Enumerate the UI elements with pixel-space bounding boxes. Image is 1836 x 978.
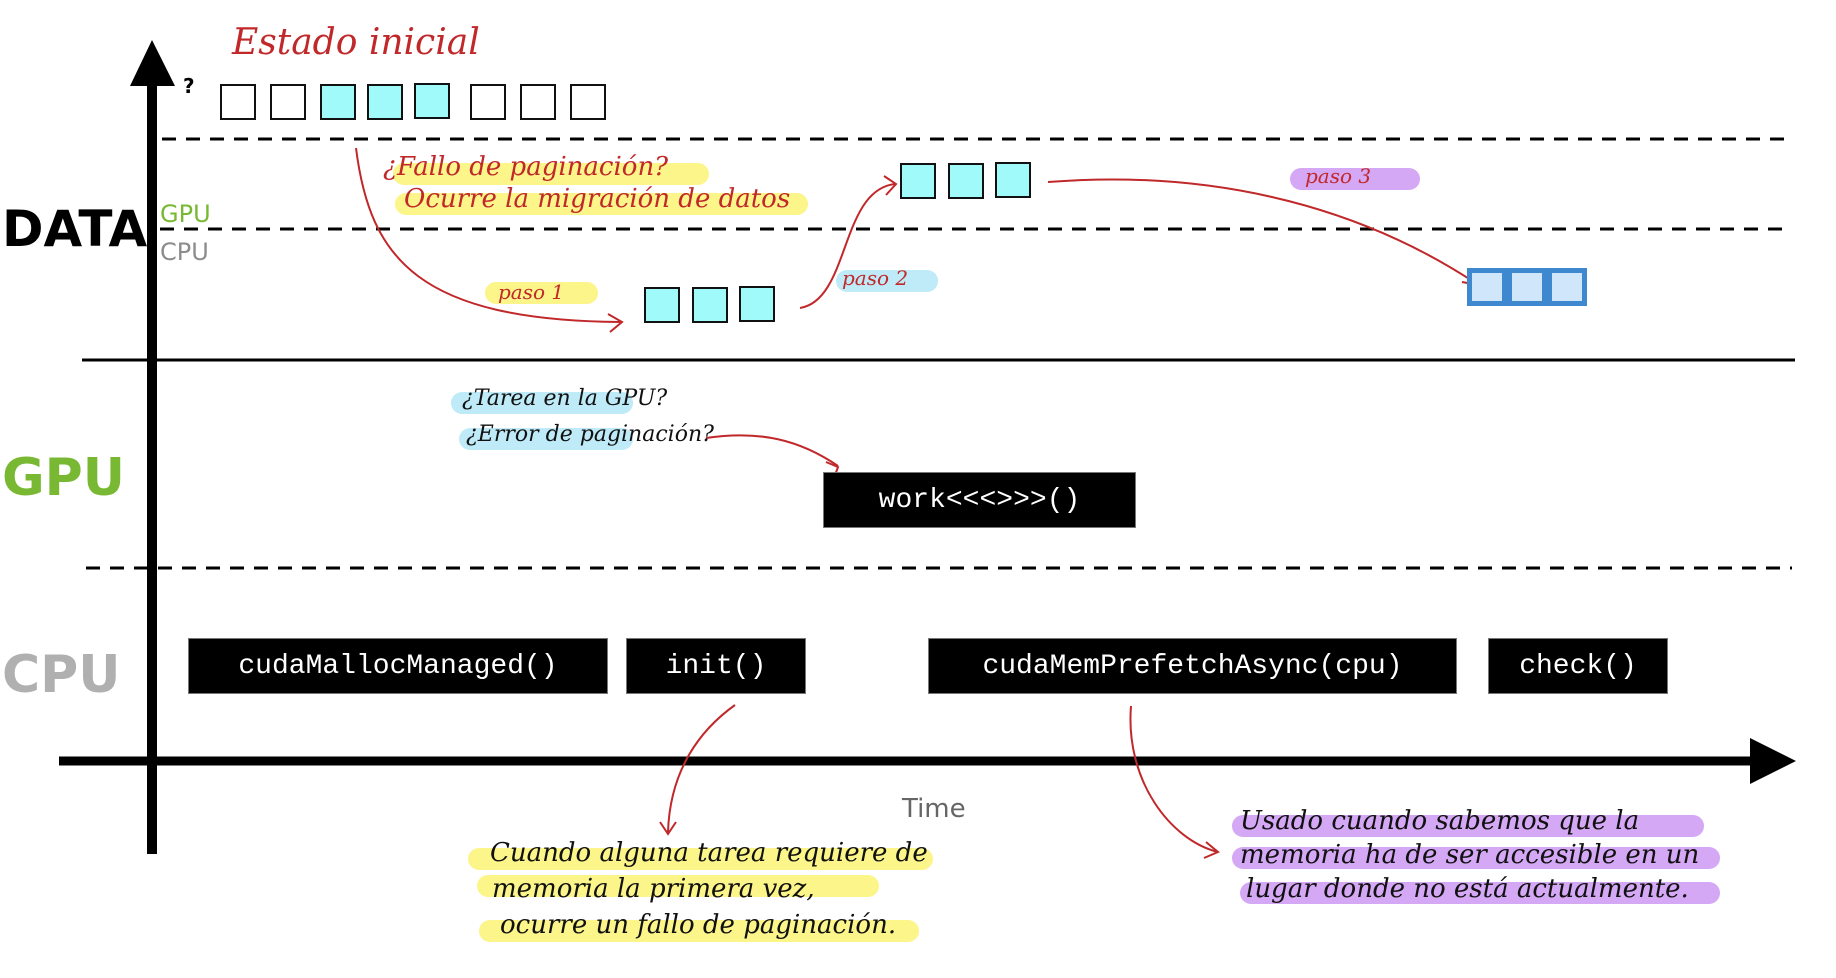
init-note-line2: memoria la primera vez, [492, 874, 815, 904]
arrow-step1-to-step2 [799, 183, 896, 309]
page-filled [995, 162, 1031, 198]
cpu-call-init: init() [626, 638, 806, 694]
lane-label-data: DATA [2, 200, 148, 258]
page-filled [900, 163, 936, 199]
highlight-purple [1232, 815, 1704, 837]
highlight-blue [451, 392, 633, 414]
step1-label: paso 1 [498, 280, 565, 304]
lane-label-gpu: GPU [2, 448, 126, 508]
highlight-purple [1240, 882, 1720, 904]
initial-state-title: Estado inicial [232, 22, 480, 63]
gpu-question-line1: ¿Tarea en la GPU? [462, 386, 668, 411]
step3-label: paso 3 [1305, 164, 1372, 188]
highlight-yellow [479, 920, 919, 942]
page-fault-note-line2: Ocurre la migración de datos [404, 184, 791, 214]
gpu-kernel-work: work<<<>>>() [823, 472, 1136, 528]
arrow-initial-to-step1 [355, 147, 621, 323]
highlight-blue [836, 270, 938, 292]
arrow-gpu-question-to-kernel [705, 434, 839, 467]
highlight-yellow [393, 163, 709, 185]
init-note-line3: ocurre un fallo de paginación. [500, 910, 897, 940]
page-cpu [1507, 268, 1547, 306]
cpu-call-cudamallocmanaged: cudaMallocManaged() [188, 638, 608, 694]
init-note-line1: Cuando alguna tarea requiere de [490, 838, 928, 868]
arrow-init-note-head [659, 821, 677, 836]
highlight-purple [1290, 168, 1420, 190]
page-filled [320, 84, 356, 120]
arrow-init-to-note [667, 704, 736, 833]
cpu-call-check: check() [1488, 638, 1668, 694]
prefetch-note-line1: Usado cuando sabemos que la [1240, 806, 1640, 836]
prefetch-note-line2: memoria ha de ser accesible en un [1240, 840, 1700, 870]
page-cpu [1467, 268, 1507, 306]
arrow-step2-head [883, 175, 898, 196]
arrow-step1-head [607, 313, 624, 333]
page-empty [220, 84, 256, 120]
highlight-yellow [477, 875, 879, 897]
highlight-yellow [468, 848, 933, 870]
page-empty [270, 84, 306, 120]
highlight-purple [1232, 847, 1720, 869]
arrow-prefetch-to-note [1129, 705, 1219, 853]
highlight-yellow [485, 282, 598, 304]
page-empty [520, 84, 556, 120]
page-empty [470, 84, 506, 120]
page-filled [644, 287, 680, 323]
y-axis-question-mark: ? [183, 74, 195, 98]
y-axis-arrowhead [130, 40, 175, 86]
arrow-step2-to-step3 [1047, 178, 1478, 285]
page-empty [570, 84, 606, 120]
highlight-yellow [395, 193, 808, 215]
prefetch-note-line3: lugar donde no está actualmente. [1246, 874, 1689, 904]
gpu-question-line2: ¿Error de paginación? [466, 422, 714, 447]
step2-label: paso 2 [842, 266, 909, 290]
page-filled [414, 83, 450, 119]
page-filled [367, 84, 403, 120]
cpu-call-cudamemprefetchasync: cudaMemPrefetchAsync(cpu) [928, 638, 1457, 694]
highlight-blue [459, 428, 633, 450]
page-fault-note-line1: ¿Fallo de paginación? [383, 152, 669, 182]
lane-label-cpu: CPU [2, 645, 121, 705]
x-axis-label: Time [902, 794, 966, 824]
page-cpu [1547, 268, 1587, 306]
lane-sublabel-cpu: CPU [160, 238, 209, 266]
lane-sublabel-gpu: GPU [160, 200, 211, 228]
page-filled [739, 286, 775, 322]
page-filled [692, 287, 728, 323]
page-filled [948, 163, 984, 199]
arrow-prefetch-note-head [1203, 841, 1220, 859]
x-axis-arrowhead [1750, 738, 1796, 784]
